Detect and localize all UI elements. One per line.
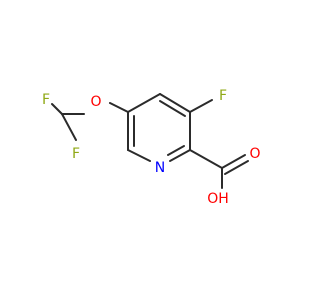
molecule-diagram: F F O F N O OH: [42, 88, 261, 207]
bonds: [51, 93, 249, 189]
atom-o-ether: O: [90, 94, 101, 110]
atom-f-ring: F: [219, 88, 227, 104]
bond-c2-n: [169, 149, 191, 162]
bond-c2-cooh: [189, 149, 223, 169]
atom-f-top: F: [42, 92, 50, 108]
bond-c5-c4: [127, 93, 161, 113]
bond-n-c6: [127, 149, 151, 162]
atom-o-carbonyl: O: [249, 146, 260, 162]
atom-oh: OH: [207, 191, 229, 207]
structure-canvas: F F O F N O OH: [42, 88, 261, 207]
bond-c-o-double-a: [221, 154, 246, 169]
bond-chf2-f-top: [51, 103, 63, 115]
atom-n-ring: N: [155, 160, 165, 176]
bond-o-c5: [109, 102, 129, 113]
bond-c3-f: [189, 99, 213, 113]
atom-labels: F F O F N O OH: [42, 88, 261, 207]
bond-c4-c3-double: [159, 100, 186, 117]
bond-c4-c3: [159, 93, 191, 113]
bond-c-o-double-b: [224, 160, 249, 175]
atom-f-bottom: F: [72, 146, 80, 162]
bond-chf2-f-bottom: [61, 113, 77, 141]
bond-c2-n-double: [167, 145, 185, 156]
